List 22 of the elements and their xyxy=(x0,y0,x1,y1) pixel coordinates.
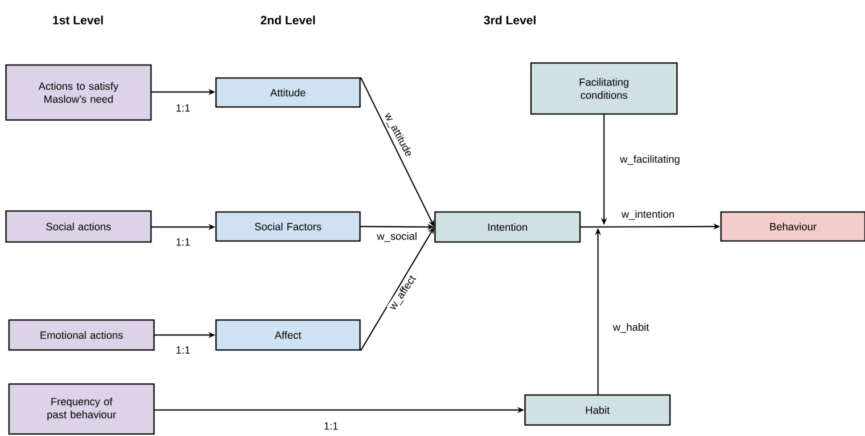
box: Frequency of past behaviour xyxy=(8,383,155,435)
edge-label: w_social xyxy=(376,231,418,243)
box: Intention xyxy=(434,211,581,243)
column-heading: 3rd Level xyxy=(484,16,536,24)
box: Behaviour xyxy=(720,211,865,242)
edge-label: 1:1 xyxy=(174,345,192,355)
column-heading: 1st Level xyxy=(53,16,103,24)
box: Affect xyxy=(215,319,361,351)
edge-label: 1:1 xyxy=(174,237,192,247)
edge-label: 1:1 xyxy=(322,421,340,431)
box: Social actions xyxy=(5,210,152,243)
box: Attitude xyxy=(215,77,361,108)
box: Habit xyxy=(524,394,671,426)
edge-label: 1:1 xyxy=(174,103,192,113)
edge-label: w_intention xyxy=(620,209,676,221)
edge-label: w_facilitating xyxy=(618,154,682,166)
box: Emotional actions xyxy=(8,319,155,351)
edge-label: w_habit xyxy=(612,322,650,334)
box: Social Factors xyxy=(215,211,361,242)
box: Actions to satisfy Maslow’s need xyxy=(5,64,152,121)
box: Facilitating conditions xyxy=(530,62,678,115)
column-heading: 2nd Level xyxy=(260,16,315,24)
